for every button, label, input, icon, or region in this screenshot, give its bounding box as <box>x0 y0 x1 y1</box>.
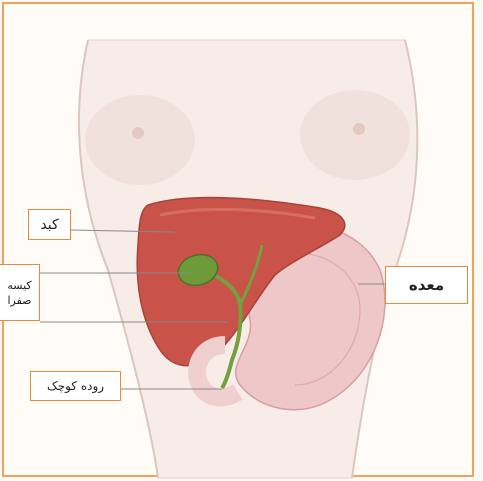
chest-left <box>85 95 195 185</box>
nipple-left <box>132 127 144 139</box>
stomach-label: معده <box>385 266 468 304</box>
liver-label: کبد <box>28 209 71 240</box>
gallbladder-label: کیسه صفرا <box>0 264 40 321</box>
small-intestine-label: روده کوچک <box>30 371 121 401</box>
chest-right <box>300 90 410 180</box>
nipple-right <box>353 123 365 135</box>
